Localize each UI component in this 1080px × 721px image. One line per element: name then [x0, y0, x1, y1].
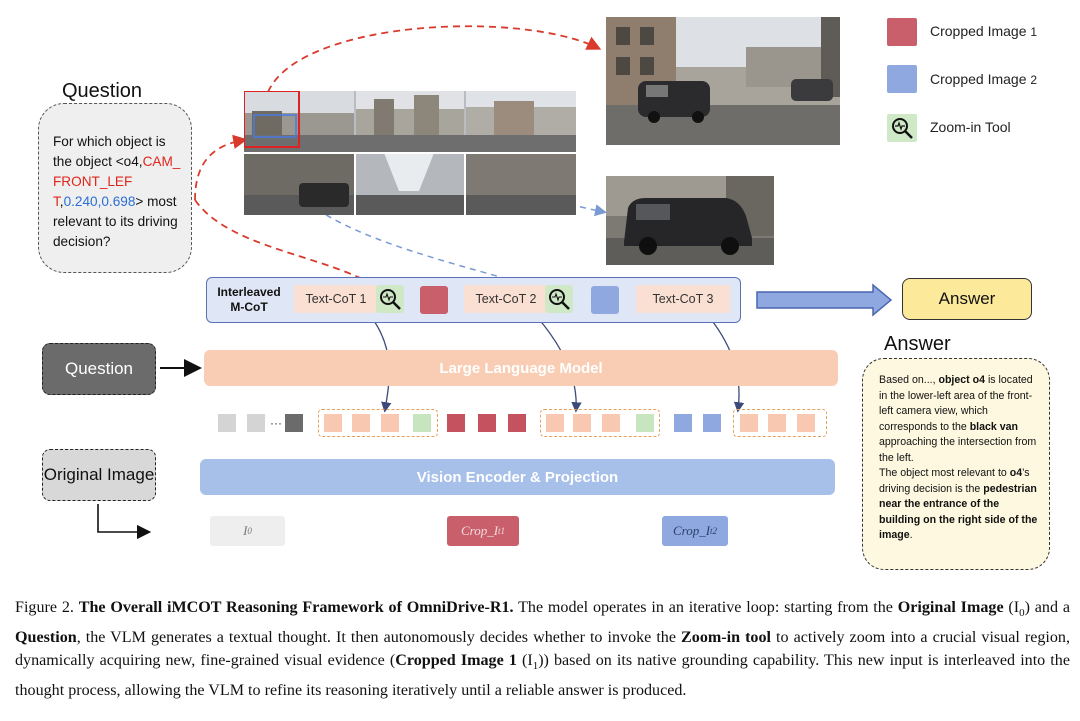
answer-title: Answer — [884, 333, 951, 355]
big-arrow-to-answer — [756, 283, 893, 317]
cot-token-group-2 — [540, 409, 660, 437]
cropped-image-1-token — [420, 286, 448, 314]
mcot-title: Interleaved M-CoT — [217, 285, 281, 314]
caption-sub: 1 — [532, 660, 539, 673]
question-coords: 0.240,0.698 — [63, 194, 136, 209]
question-text-3: > most relevant to its driving decision? — [53, 194, 178, 249]
tool-token — [413, 414, 431, 432]
text-token — [546, 414, 564, 432]
original-image-input-box: Original Image — [42, 449, 156, 501]
answer-text: approaching the intersection from the le… — [879, 436, 1037, 464]
caption-text: ) and a — [1024, 599, 1070, 616]
caption-text: , the VLM generates a textual thought. I… — [76, 628, 682, 646]
caption-fig-label: Figure 2. — [15, 599, 74, 616]
red-dashed-arrow-left — [194, 134, 248, 201]
zoom-in-icon-1 — [376, 285, 404, 313]
caption-text: to actively zoom into a crucial visual r… — [15, 628, 1071, 670]
text-token — [602, 414, 620, 432]
crop2-token — [703, 414, 721, 432]
question-input-box: Question — [42, 343, 156, 395]
legend-label-crop-1: Cropped Image 1 — [930, 23, 1038, 39]
cot-token-group-3 — [733, 409, 827, 437]
text-token — [381, 414, 399, 432]
text-token — [768, 414, 786, 432]
answer-bold: object o4 — [938, 374, 985, 386]
answer-bubble: Based on..., object o4 is located in the… — [862, 358, 1050, 570]
legend-label-crop-2: Cropped Image 2 — [930, 71, 1038, 87]
answer-bold: black van — [969, 420, 1018, 433]
question-text-1: For which object is the object <o4, — [53, 134, 166, 169]
crop2-token — [674, 414, 692, 432]
large-language-model-bar: Large Language Model — [204, 350, 838, 386]
text-token — [352, 414, 370, 432]
caption-bold: Cropped Image 1 — [395, 652, 517, 670]
legend-label-zoom: Zoom-in Tool — [930, 119, 1011, 135]
caption-text: (I — [516, 652, 533, 670]
legend-swatch-crop-2 — [887, 65, 917, 93]
question-bubble: For which object is the object <o4,CAM_F… — [38, 103, 192, 273]
text-cot-2: Text-CoT 2 — [464, 285, 548, 313]
crop1-token — [508, 414, 526, 432]
caption-text: The model operates in an iterative loop:… — [513, 599, 898, 616]
zoom-in-tool-icon — [887, 114, 917, 142]
question-camera: CAM_FRONT_LEFT — [53, 154, 181, 209]
red-dashed-arrow-top — [267, 25, 602, 93]
text-token — [573, 414, 591, 432]
cot-token-group-1 — [318, 409, 438, 437]
cropped-image-2-token — [591, 286, 619, 314]
answer-text: ’s driving decision is the — [879, 467, 1030, 495]
multi-camera-panorama — [244, 91, 576, 215]
answer-box: Answer — [902, 278, 1032, 320]
text-token — [740, 414, 758, 432]
image-elbow-arrow — [97, 504, 152, 540]
answer-bold: o4 — [1009, 467, 1023, 479]
tool-token — [636, 414, 654, 432]
zoomed-image-1 — [606, 17, 840, 145]
caption-bold: Zoom-in tool — [681, 628, 772, 646]
crop1-token — [447, 414, 465, 432]
question-comma: , — [59, 194, 64, 209]
image-token — [247, 414, 265, 432]
caption-title: The Overall iMCOT Reasoning Framework of… — [78, 599, 514, 616]
text-token — [797, 414, 815, 432]
question-title: Question — [62, 80, 143, 102]
zoom-in-icon-2 — [545, 285, 573, 313]
caption-text: (I — [1003, 599, 1020, 616]
legend-swatch-crop-1 — [887, 18, 917, 46]
caption-bold: Original Image — [897, 599, 1004, 616]
text-cot-1: Text-CoT 1 — [294, 285, 378, 313]
crop1-token — [478, 414, 496, 432]
answer-text: The object most relevant to — [879, 467, 1010, 479]
answer-bold: pedestrian near the entrance of the buil… — [879, 482, 1038, 542]
vision-encoder-bar: Vision Encoder & Projection — [200, 459, 835, 495]
caption-sub: 0 — [1019, 607, 1025, 620]
answer-text: Based on..., — [879, 374, 939, 386]
caption-bold: Question — [15, 628, 77, 646]
text-token — [324, 414, 342, 432]
figure-caption: Figure 2. The Overall iMCOT Reasoning Fr… — [15, 596, 1070, 702]
image-token — [218, 414, 236, 432]
answer-text: . — [909, 529, 913, 541]
image-token — [285, 414, 303, 432]
answer-text: is located in the lower-left area of the… — [879, 374, 1033, 433]
zoomed-image-2 — [606, 176, 774, 265]
token-ellipsis: ··· — [270, 416, 282, 430]
caption-text: )) based on its native grounding capabil… — [15, 652, 1070, 699]
text-cot-3: Text-CoT 3 — [636, 285, 730, 313]
